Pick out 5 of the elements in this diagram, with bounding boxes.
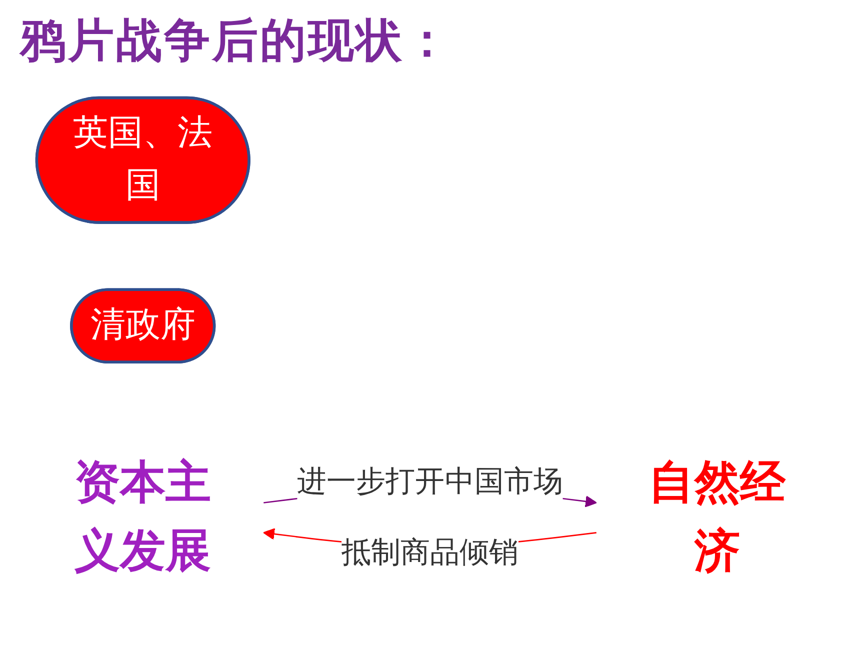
edge-label: 抵制商品倾销 — [341, 536, 519, 570]
edge-label: 进一步打开中国市场 — [297, 465, 563, 499]
title: 鸦片战争后的现状： — [18, 12, 453, 69]
node-text: 自然经济 — [648, 456, 786, 578]
node-text: 资本主义发展 — [74, 456, 212, 578]
